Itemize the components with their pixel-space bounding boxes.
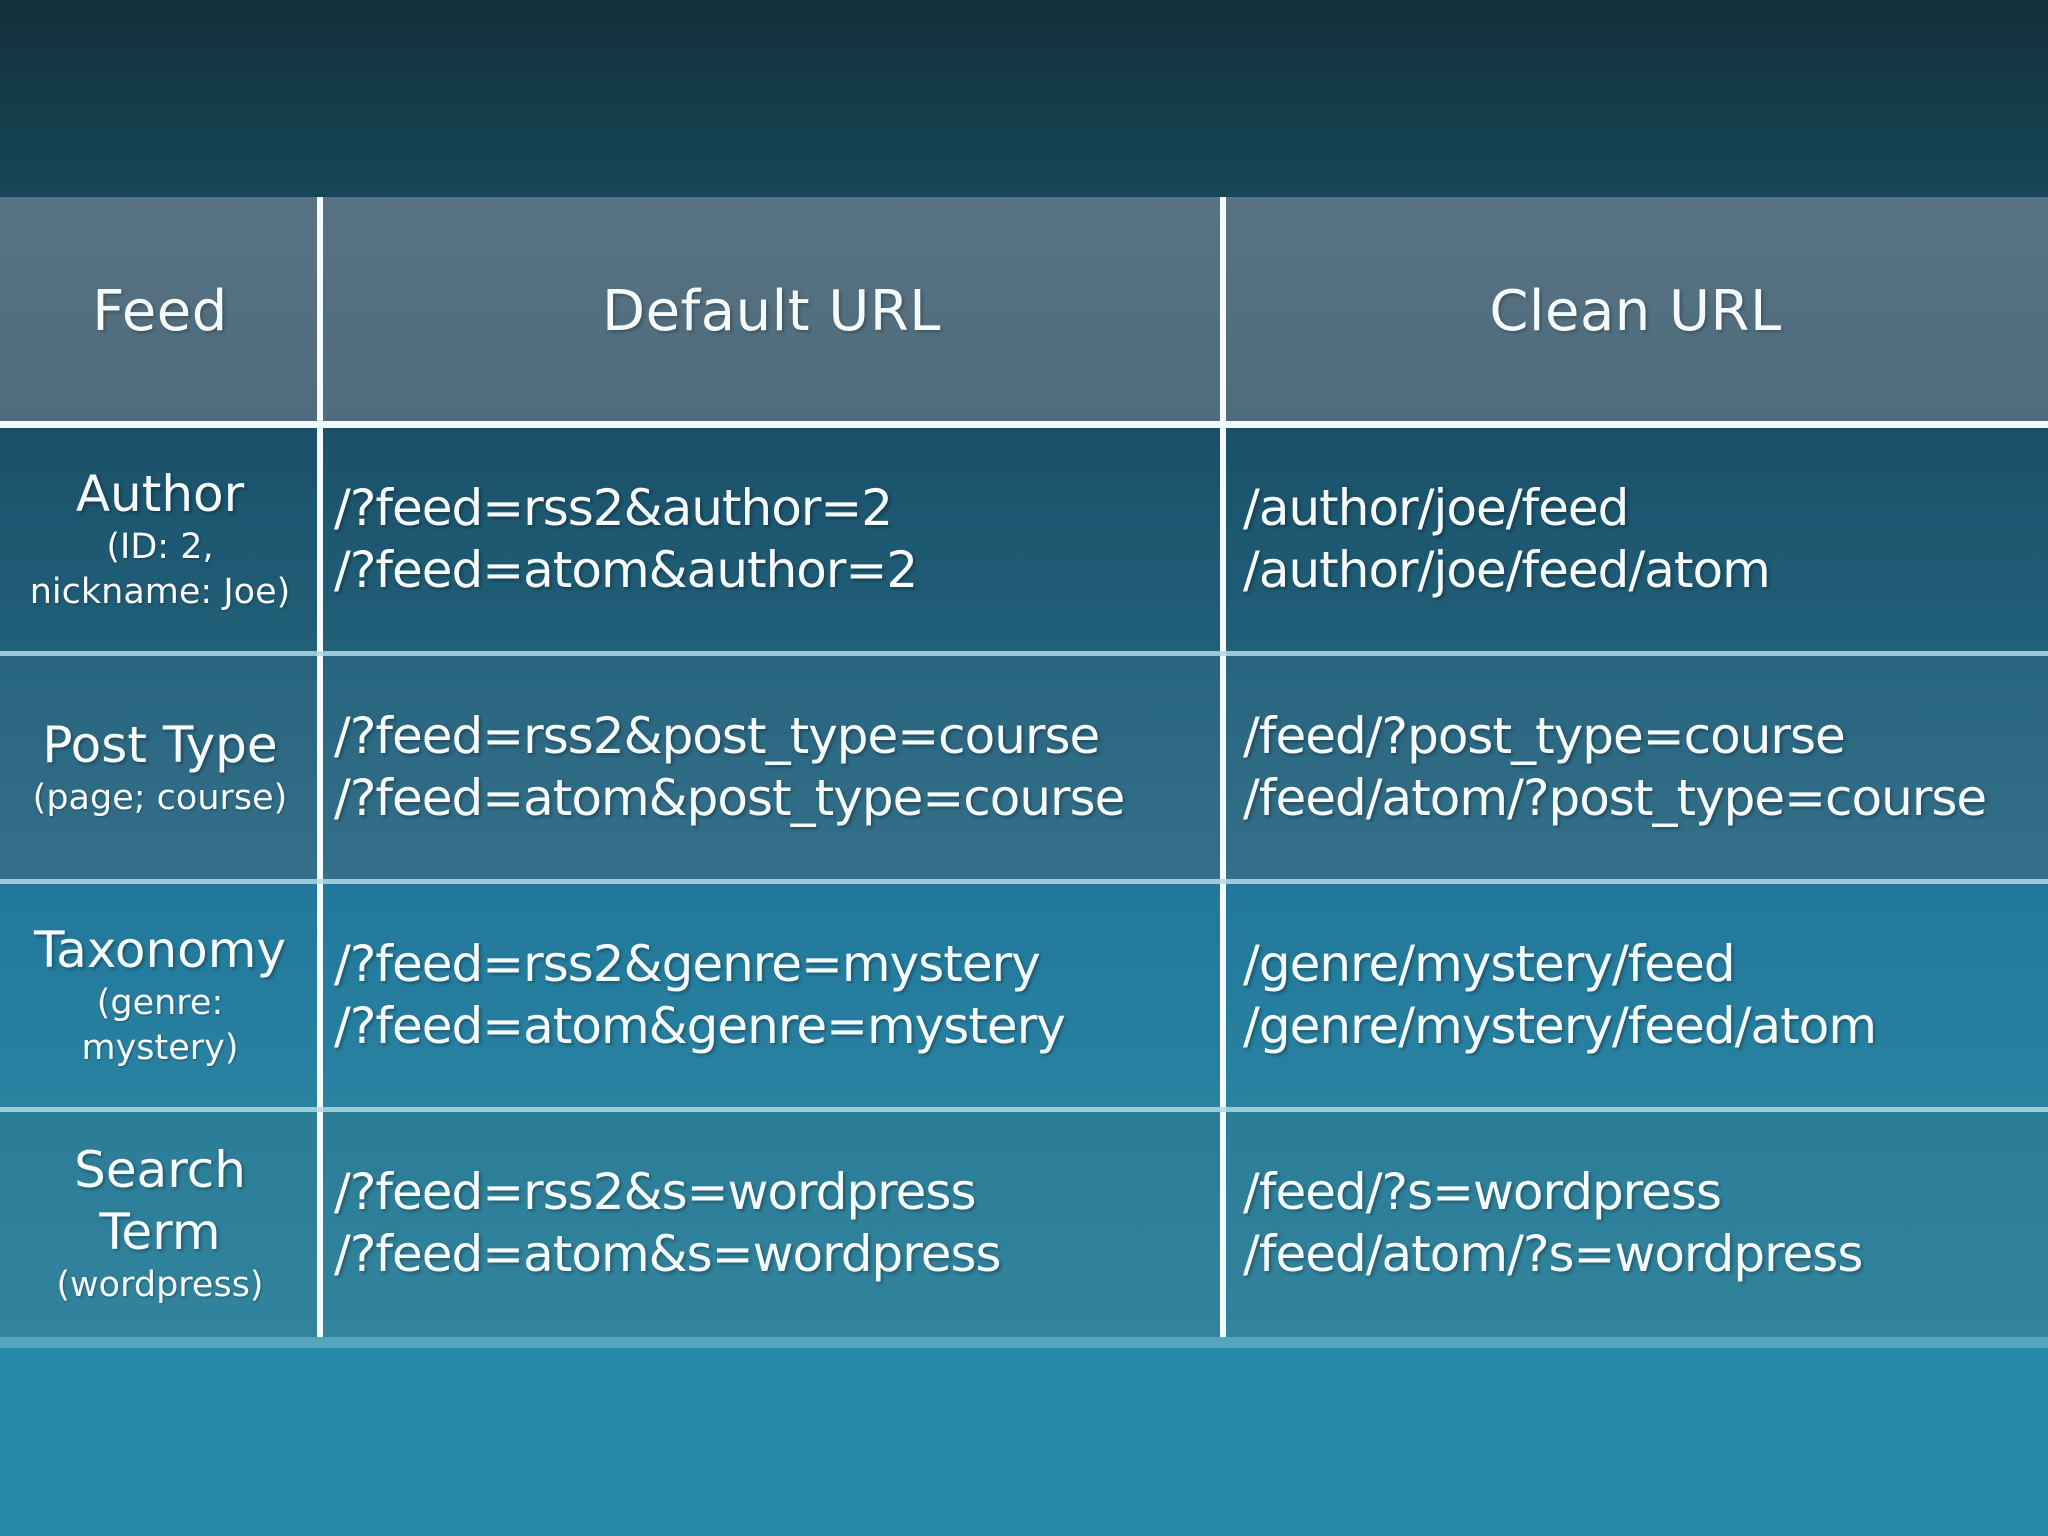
feed-title-line: Term	[99, 1202, 221, 1261]
table-row-author: Author (ID: 2, nickname: Joe) /?feed=rss…	[0, 425, 2048, 653]
table-bottom-edge	[0, 1337, 2048, 1348]
feed-note-line: (page; course)	[32, 777, 288, 818]
column-divider-default-clean	[1220, 197, 1226, 1337]
feed-url-table: Feed Default URL Clean URL Author (ID: 2…	[0, 197, 2048, 1349]
row-separator-line	[0, 1107, 2048, 1112]
default-url-line: /?feed=atom&post_type=course	[334, 769, 1125, 827]
column-header-clean-url-label: Clean URL	[1489, 278, 1782, 344]
feed-cell: Author (ID: 2, nickname: Joe)	[0, 425, 320, 653]
header-separator-line	[0, 421, 2048, 428]
default-url-line: /?feed=rss2&genre=mystery	[334, 935, 1041, 993]
clean-url-cell: /feed/?s=wordpress /feed/atom/?s=wordpre…	[1223, 1109, 2048, 1337]
feed-title-line: Author	[75, 465, 245, 523]
clean-url-line: /feed/atom/?post_type=course	[1243, 769, 1987, 827]
feed-note-line: nickname: Joe)	[29, 572, 291, 612]
clean-url-line: /author/joe/feed/atom	[1243, 541, 1771, 599]
clean-url-cell: /author/joe/feed /author/joe/feed/atom	[1223, 425, 2048, 653]
clean-url-line: /genre/mystery/feed/atom	[1243, 997, 1877, 1055]
clean-url-line: /author/joe/feed	[1243, 479, 1629, 537]
clean-url-line: /genre/mystery/feed	[1243, 935, 1736, 993]
default-url-line: /?feed=rss2&post_type=course	[334, 707, 1100, 765]
table-row-post-type: Post Type (page; course) /?feed=rss2&pos…	[0, 653, 2048, 881]
table-header-row: Feed Default URL Clean URL	[0, 197, 2048, 425]
feed-cell: Post Type (page; course)	[0, 653, 320, 881]
column-header-default-url-label: Default URL	[601, 278, 941, 344]
row-separator-line	[0, 879, 2048, 884]
default-url-cell: /?feed=rss2&genre=mystery /?feed=atom&ge…	[320, 881, 1223, 1109]
clean-url-line: /feed/?s=wordpress	[1243, 1163, 1722, 1221]
default-url-line: /?feed=atom&genre=mystery	[334, 997, 1066, 1055]
default-url-line: /?feed=rss2&author=2	[334, 479, 893, 537]
default-url-line: /?feed=rss2&s=wordpress	[334, 1163, 977, 1221]
feed-cell: Taxonomy (genre: mystery)	[0, 881, 320, 1109]
feed-note-line: (wordpress)	[56, 1264, 264, 1305]
row-separator-line	[0, 651, 2048, 656]
default-url-line: /?feed=atom&s=wordpress	[334, 1225, 1002, 1283]
table-row-search-term: Search Term (wordpress) /?feed=rss2&s=wo…	[0, 1109, 2048, 1337]
feed-note-line: (ID: 2,	[106, 527, 214, 567]
feed-title-line: Taxonomy	[33, 921, 287, 979]
column-divider-feed-default	[317, 197, 323, 1337]
clean-url-cell: /genre/mystery/feed /genre/mystery/feed/…	[1223, 881, 2048, 1109]
feed-title-line: Post Type	[42, 715, 278, 774]
feed-note-line: (genre:	[96, 983, 224, 1023]
column-header-clean-url: Clean URL	[1223, 197, 2048, 425]
column-header-feed-label: Feed	[92, 278, 228, 344]
column-header-feed: Feed	[0, 197, 320, 425]
feed-cell: Search Term (wordpress)	[0, 1109, 320, 1337]
default-url-cell: /?feed=rss2&author=2 /?feed=atom&author=…	[320, 425, 1223, 653]
default-url-cell: /?feed=rss2&s=wordpress /?feed=atom&s=wo…	[320, 1109, 1223, 1337]
table-row-taxonomy: Taxonomy (genre: mystery) /?feed=rss2&ge…	[0, 881, 2048, 1109]
default-url-cell: /?feed=rss2&post_type=course /?feed=atom…	[320, 653, 1223, 881]
clean-url-line: /feed/atom/?s=wordpress	[1243, 1225, 1863, 1283]
clean-url-cell: /feed/?post_type=course /feed/atom/?post…	[1223, 653, 2048, 881]
column-header-default-url: Default URL	[320, 197, 1223, 425]
feed-title-line: Search	[74, 1140, 246, 1199]
clean-url-line: /feed/?post_type=course	[1243, 707, 1846, 765]
feed-note-line: mystery)	[81, 1028, 239, 1068]
default-url-line: /?feed=atom&author=2	[334, 541, 918, 599]
